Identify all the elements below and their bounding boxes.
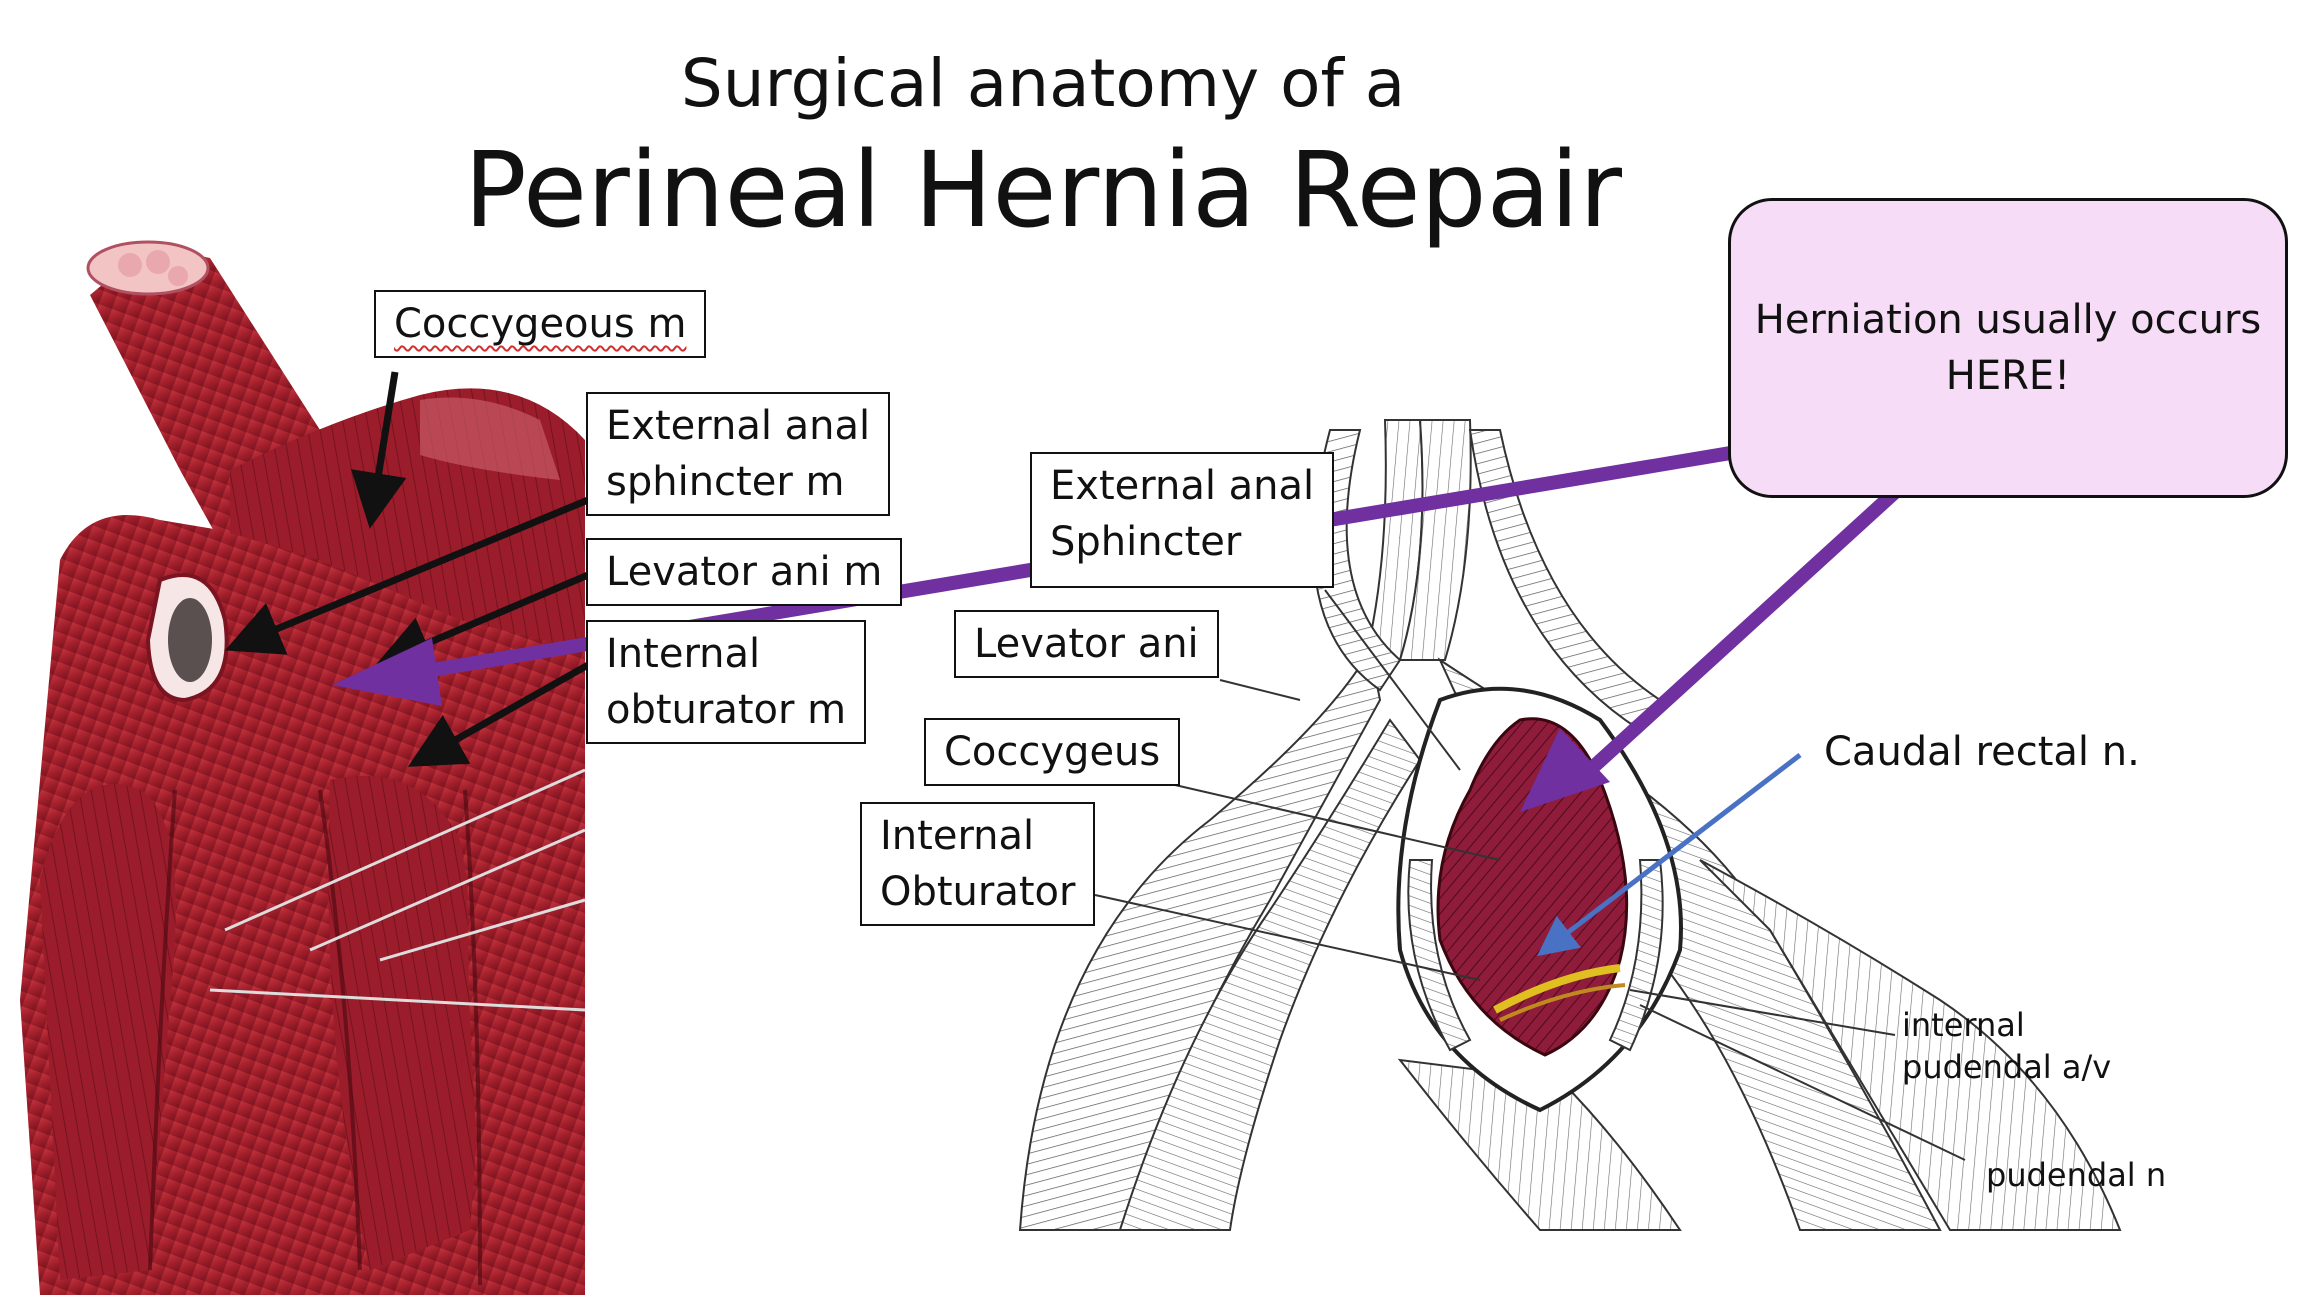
label-line: Internal [880,813,1035,859]
label-coccygeus-text: Coccygeus [944,729,1161,775]
pelvic-muscle-illustration [20,240,586,1295]
label-external-anal-sphincter-m: External anal sphincter m [586,392,891,516]
label-line: obturator m [606,687,847,733]
callout-line: Herniation usually occurs [1754,297,2262,343]
slide-title: Perineal Hernia Repair [464,129,1622,251]
label-line: sphincter m [606,459,845,505]
label-coccygeous-m: Coccygeous m [374,290,707,358]
herniation-callout: Herniation usually occurs HERE! [1728,198,2288,498]
label-line: External anal [606,403,871,449]
label-pudendal-n: pudendal n [1986,1156,2167,1194]
label-line: Internal [606,631,761,677]
slide-subtitle: Surgical anatomy of a [680,45,1406,122]
callout-line: HERE! [1945,353,2071,399]
label-internal-obturator-m: Internal obturator m [586,620,867,744]
label-levator-text: Levator ani m [606,549,883,595]
label-internal-pudendal-av: internal pudendal a/v [1902,1004,2111,1088]
caudal-rectal-arrow [1537,753,1802,957]
label-levator-ani-text: Levator ani [974,621,1199,667]
perineal-line-drawing [1018,419,2122,1231]
label-coccygeous-text: Coccygeous m [394,301,687,347]
label-line: External anal [1050,463,1315,509]
label-levator-ani-m: Levator ani m [586,538,903,606]
label-external-anal-sphincter: External anal Sphincter [1030,452,1335,588]
label-line: pudendal a/v [1902,1048,2112,1086]
label-line: internal [1902,1006,2025,1044]
label-coccygeus: Coccygeus [924,718,1181,786]
label-line: Obturator [880,869,1076,915]
label-line: Sphincter [1050,519,1242,565]
label-internal-obturator: Internal Obturator [860,802,1096,926]
label-caudal-rectal-n: Caudal rectal n. [1824,729,2140,775]
label-levator-ani: Levator ani [954,610,1219,678]
